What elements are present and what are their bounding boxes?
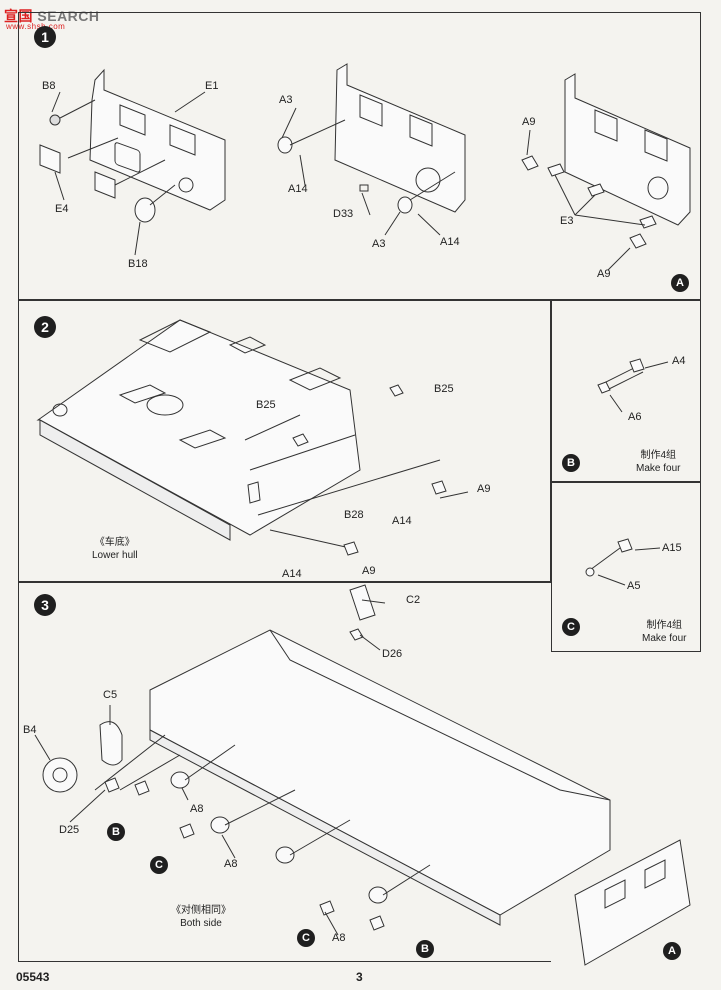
part-label: C5 [103, 689, 118, 701]
part-label: A14 [282, 568, 302, 580]
step1-panel3-drawing [521, 73, 691, 271]
step2-hull-drawing [36, 319, 447, 556]
stepB-note-en: Make four [636, 463, 681, 474]
part-label: A9 [362, 565, 376, 577]
step3-note-cn: 《对侧相同》 [171, 905, 231, 916]
part-label: A9 [522, 116, 536, 128]
ref-badge-c: C [150, 856, 168, 874]
page-number: 3 [356, 970, 363, 984]
part-label: D26 [382, 648, 403, 660]
step3-note: 《对侧相同》 Both side [171, 904, 231, 930]
part-label: A3 [372, 238, 386, 250]
part-label: B28 [344, 509, 364, 521]
stepC-letter: C [562, 618, 580, 636]
step1-number: 1 [34, 26, 56, 48]
ref-badge-a: A [663, 942, 681, 960]
part-label: A6 [628, 411, 642, 423]
step3-frame [18, 582, 551, 962]
part-label: B4 [23, 724, 37, 736]
ref-badge-c: C [297, 929, 315, 947]
part-label: A9 [477, 483, 491, 495]
part-label: D25 [59, 824, 80, 836]
stepB-drawing [597, 358, 669, 413]
stepC-note: 制作4组 Make four [642, 619, 686, 645]
step2-note-cn: 《车底》 [94, 537, 135, 548]
part-label: A4 [672, 355, 686, 367]
step2-note: 《车底》 Lower hull [92, 536, 138, 562]
part-label: A14 [288, 183, 308, 195]
stepC-note-cn: 制作4组 [646, 620, 683, 631]
part-label: A5 [627, 580, 641, 592]
step3-hull-drawing [34, 491, 691, 966]
stepB-letter: B [562, 454, 580, 472]
watermark-url: www.shsh.com [6, 22, 66, 31]
step1-frame [18, 12, 701, 300]
part-label: A8 [224, 858, 238, 870]
part-label: A14 [440, 236, 460, 248]
stepB-note: 制作4组 Make four [636, 449, 680, 475]
step2-number: 2 [34, 316, 56, 338]
step3-note-en: Both side [180, 918, 222, 929]
stepB-frame [551, 300, 701, 482]
stepC-drawing [585, 538, 661, 586]
part-label: A8 [332, 932, 346, 944]
step1-panel2-drawing [277, 63, 466, 236]
part-label: A3 [279, 94, 293, 106]
step2-note-en: Lower hull [92, 550, 138, 561]
part-label: B25 [256, 399, 276, 411]
ref-badge-b: B [416, 940, 434, 958]
part-label: C2 [406, 594, 421, 606]
part-label: A9 [597, 268, 611, 280]
part-label: A15 [662, 542, 682, 554]
kit-code: 05543 [16, 970, 50, 984]
ref-badge-a: A [671, 274, 689, 292]
part-label: A8 [190, 803, 204, 815]
part-label: A14 [392, 515, 412, 527]
part-label: B18 [128, 258, 148, 270]
part-label: E4 [55, 203, 69, 215]
part-label: E1 [205, 80, 219, 92]
step1-panel1-drawing [39, 68, 226, 256]
step3-number: 3 [34, 594, 56, 616]
part-label: D33 [333, 208, 354, 220]
part-label: B8 [42, 80, 56, 92]
part-label: E3 [560, 215, 574, 227]
stepC-frame [551, 482, 701, 652]
stepC-note-en: Make four [642, 633, 687, 644]
step2-frame [18, 300, 551, 582]
stepB-note-cn: 制作4组 [640, 450, 677, 461]
ref-badge-b: B [107, 823, 125, 841]
part-label: B25 [434, 383, 454, 395]
